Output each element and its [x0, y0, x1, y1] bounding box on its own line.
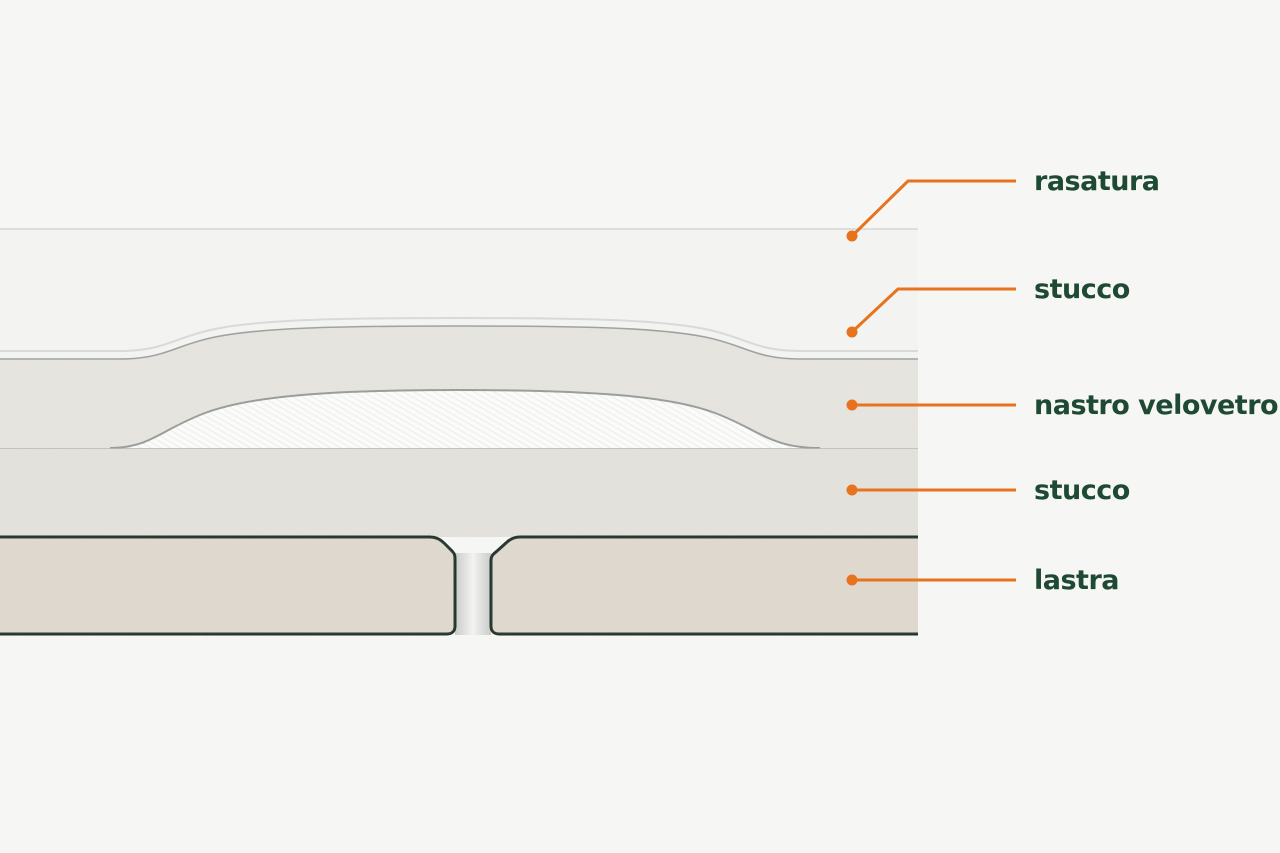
board-gap [455, 553, 491, 635]
marker-dot [846, 484, 858, 496]
mesh-tape [110, 390, 820, 448]
marker-dot [846, 574, 858, 586]
label-stucco-top: stucco [1034, 274, 1130, 305]
mesh-tape-edge [109, 388, 821, 449]
marker-dot [846, 326, 858, 338]
label-rasatura: rasatura [1034, 166, 1160, 197]
leader-stucco-bottom [846, 484, 1016, 496]
leader-rasatura [846, 179, 1016, 242]
lower-compound-grain [0, 449, 918, 537]
leader-stucco-top [846, 287, 1016, 338]
plasterboard-right-grain [491, 537, 918, 634]
plasterboard-left-grain [0, 537, 455, 634]
marker-dot [846, 230, 858, 242]
label-stucco-bottom: stucco [1034, 475, 1130, 506]
skim-coat-edge-line [0, 316, 918, 352]
upper-compound-edge-line [0, 325, 918, 360]
leader-nastro [846, 399, 1016, 411]
label-nastro-velovetro: nastro velovetro [1034, 390, 1279, 421]
marker-dot [846, 399, 858, 411]
label-lastra: lastra [1034, 565, 1120, 596]
leader-lastra [846, 574, 1016, 586]
